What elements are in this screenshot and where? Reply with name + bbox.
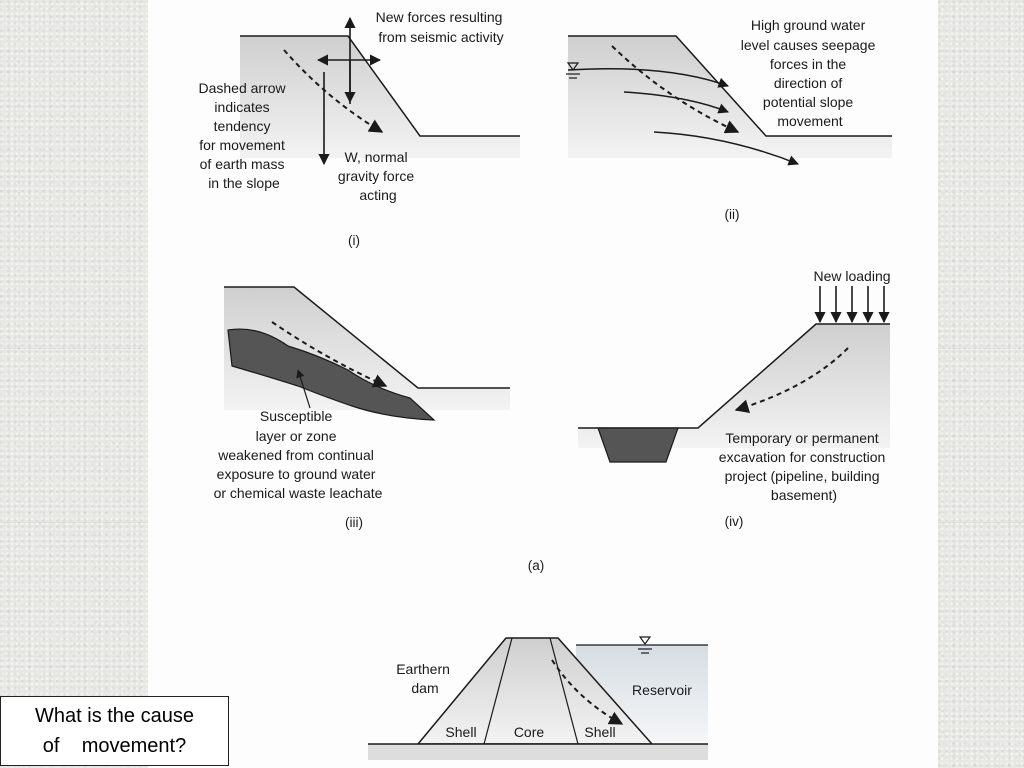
figure-panel: New forces resulting from seismic activi… bbox=[148, 0, 938, 768]
seepage-arrow-3 bbox=[653, 131, 799, 166]
label-reservoir: Reservoir bbox=[632, 682, 692, 698]
dashed-movement-arrow-dam bbox=[551, 659, 624, 725]
panel-iv: New loading Temporary or permanent excav… bbox=[578, 268, 891, 529]
caption-a: (a) bbox=[528, 558, 545, 573]
label-excavation: Temporary or permanent excavation for co… bbox=[719, 430, 889, 503]
dashed-movement-arrow-iii bbox=[271, 321, 388, 388]
question-box: What is the cause of movement? bbox=[0, 696, 229, 766]
slope-stability-figure: New forces resulting from seismic activi… bbox=[198, 9, 892, 760]
panel-ii: High ground water level causes seepage f… bbox=[566, 17, 892, 222]
dashed-movement-arrow-iv bbox=[734, 347, 849, 414]
caption-iv: (iv) bbox=[725, 514, 744, 529]
label-gravity-force: W, normal gravity force acting bbox=[338, 149, 418, 203]
excavation-trench bbox=[597, 427, 679, 463]
panel-iii: Susceptible layer or zone weakened from … bbox=[214, 286, 510, 530]
label-new-loading: New loading bbox=[813, 268, 890, 284]
loading-arrows bbox=[814, 286, 890, 324]
label-core: Core bbox=[514, 724, 545, 740]
question-line-1: What is the cause bbox=[35, 705, 194, 727]
slope-i bbox=[240, 36, 520, 158]
dashed-movement-arrow bbox=[283, 49, 384, 133]
label-dashed-arrow: Dashed arrow indicates tendency for move… bbox=[198, 80, 289, 191]
dam-foundation bbox=[368, 744, 708, 760]
reservoir-level-symbol bbox=[638, 636, 652, 654]
label-shell-right: Shell bbox=[584, 724, 615, 740]
caption-i: (i) bbox=[348, 233, 360, 248]
label-earthen-dam: Earthern dam bbox=[396, 661, 454, 696]
panel-i: New forces resulting from seismic activi… bbox=[198, 9, 520, 248]
dashed-movement-arrow-ii bbox=[611, 45, 740, 134]
label-weak-layer: Susceptible layer or zone weakened from … bbox=[214, 408, 383, 501]
seepage-arrow-1 bbox=[567, 67, 729, 88]
label-seismic-forces: New forces resulting from seismic activi… bbox=[376, 9, 507, 45]
label-shell-left: Shell bbox=[445, 724, 476, 740]
caption-iii: (iii) bbox=[345, 515, 363, 530]
slope-iv bbox=[578, 324, 890, 448]
question-line-2: of movement? bbox=[42, 735, 187, 757]
seepage-arrow-2 bbox=[623, 91, 729, 114]
water-level-symbol bbox=[566, 62, 580, 79]
weak-layer-zone bbox=[227, 328, 436, 421]
label-seepage: High ground water level causes seepage f… bbox=[741, 17, 880, 129]
caption-ii: (ii) bbox=[725, 207, 740, 222]
earthen-dam: Earthern dam Reservoir Shell Core Shell bbox=[368, 636, 708, 760]
